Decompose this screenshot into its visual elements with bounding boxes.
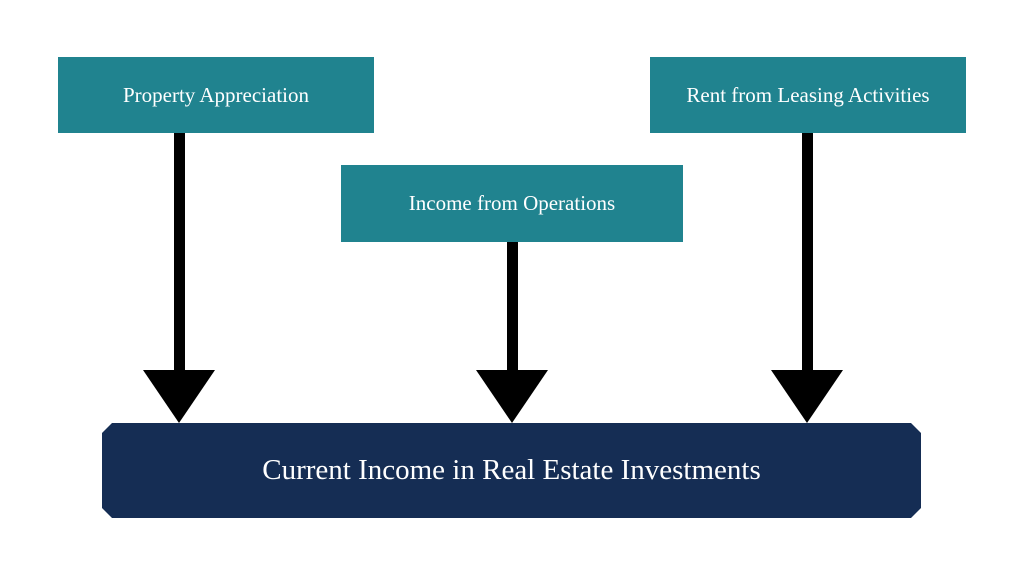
arrow-leasing-to-income [771,133,843,423]
current-income-box: Current Income in Real Estate Investment… [102,423,921,518]
property-appreciation-label: Property Appreciation [122,82,310,107]
arrow-appreciation-to-income [143,133,215,423]
rent-from-leasing-label: Rent from Leasing Activities [686,82,930,107]
income-from-operations-label: Income from Operations [408,191,616,215]
income-from-operations-box: Income from Operations [341,165,683,242]
current-income-label: Current Income in Real Estate Investment… [262,454,761,486]
rent-from-leasing-box: Rent from Leasing Activities [650,57,966,133]
arrow-operations-to-income [476,242,548,423]
property-appreciation-box: Property Appreciation [58,57,374,133]
